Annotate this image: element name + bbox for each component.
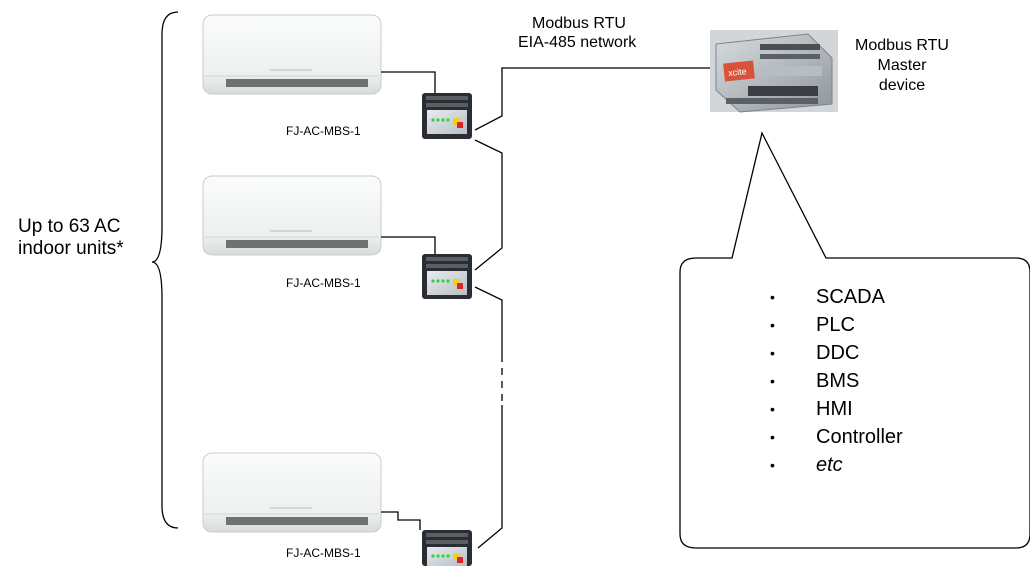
- device-label-2: FJ-AC-MBS-1: [286, 276, 361, 290]
- list-item: •etc: [770, 451, 903, 479]
- list-item: •PLC: [770, 311, 903, 339]
- list-item: •BMS: [770, 367, 903, 395]
- ac-link-2: [381, 236, 436, 254]
- device-types-bubble: [679, 131, 1030, 549]
- bullet: •: [770, 345, 775, 361]
- ac-vent-3: [226, 517, 368, 525]
- bullet: •: [770, 429, 775, 445]
- device-label-3: FJ-AC-MBS-1: [286, 546, 361, 560]
- eia485-bus: [474, 67, 715, 549]
- device-types-list: •SCADA •PLC •DDC •BMS •HMI •Controller •…: [770, 283, 903, 479]
- list-item: •DDC: [770, 339, 903, 367]
- list-item: •SCADA: [770, 283, 903, 311]
- ac-indoor-unit-1: [202, 14, 382, 95]
- range-brace: [151, 11, 179, 529]
- range-label-line-1: Up to 63 AC: [18, 216, 121, 237]
- network-label-line-1: Modbus RTU: [532, 15, 626, 32]
- ac-indoor-unit-3: [202, 452, 382, 533]
- gateway-device-3: [422, 530, 472, 566]
- bullet: •: [770, 317, 775, 333]
- list-item: •HMI: [770, 395, 903, 423]
- master-label-line-3: device: [878, 77, 926, 94]
- ac-vent-1: [226, 79, 368, 87]
- ac-indoor-unit-2: [202, 175, 382, 256]
- gateway-device-2: [422, 254, 472, 299]
- bullet: •: [770, 373, 775, 389]
- master-device-image: xcite: [710, 30, 838, 113]
- bullet: •: [770, 289, 775, 305]
- master-label-line-2: Master: [877, 57, 927, 74]
- ac-link-1: [381, 71, 436, 93]
- gateway-device-1: [422, 93, 472, 139]
- bullet: •: [770, 457, 775, 473]
- network-label: Modbus RTU EIA-485 network: [518, 14, 636, 52]
- master-brand-text: xcite: [728, 66, 747, 78]
- range-label-line-2: indoor units*: [18, 238, 124, 259]
- list-item: •Controller: [770, 423, 903, 451]
- ac-vent-2: [226, 240, 368, 248]
- device-label-1: FJ-AC-MBS-1: [286, 124, 361, 138]
- range-label: Up to 63 AC indoor units*: [18, 216, 124, 260]
- master-device-label: Modbus RTU Master device: [842, 36, 962, 96]
- bullet: •: [770, 401, 775, 417]
- master-label-line-1: Modbus RTU: [855, 37, 949, 54]
- network-label-line-2: EIA-485 network: [518, 34, 637, 51]
- ac-link-3: [381, 511, 421, 530]
